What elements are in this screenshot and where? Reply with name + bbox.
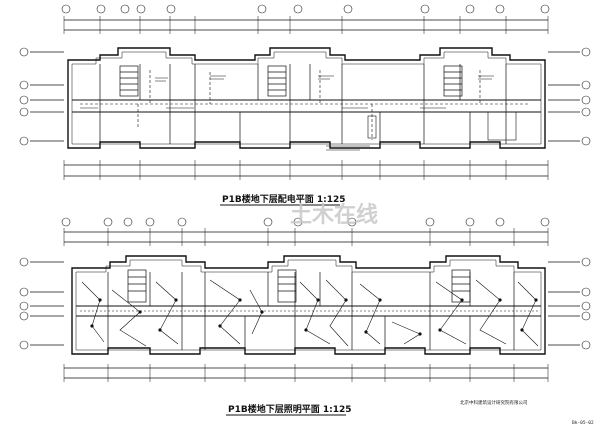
sheet-code: Bk-05-02 — [572, 420, 594, 426]
bottom-plan-title: P1B楼地下层照明平面 1:125 — [228, 403, 352, 415]
axis-bubbles-top — [19, 4, 591, 146]
institute-note: 北京中科建筑设计研究院有限公司 — [460, 399, 528, 406]
axis-bubbles-bottom — [19, 217, 591, 350]
top-floor-plan-power — [30, 16, 580, 180]
top-plan-title: P1B楼地下层配电平面 1:125 — [222, 193, 346, 205]
bottom-floor-plan-lighting — [30, 228, 580, 382]
watermark: 土木在线 — [290, 202, 378, 228]
